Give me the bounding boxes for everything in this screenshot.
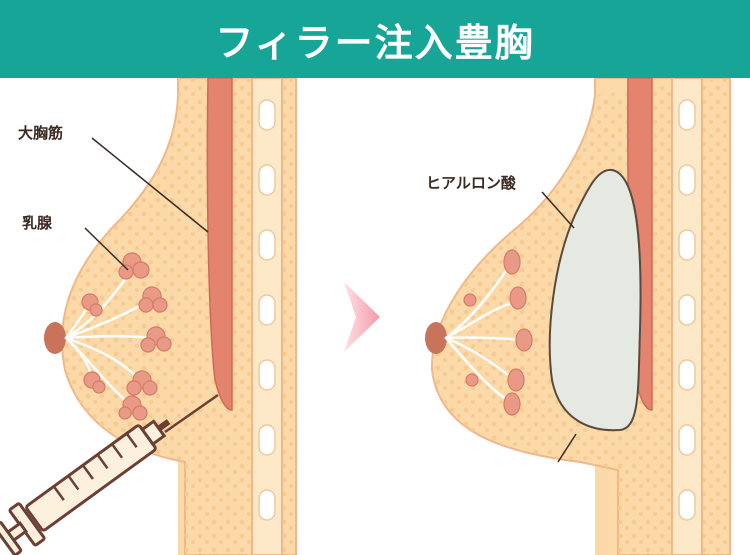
nipple-right xyxy=(425,322,447,354)
mammary-gland-left xyxy=(81,252,172,421)
leader-line-muscle xyxy=(91,137,209,233)
breast-before xyxy=(0,78,297,555)
diagram-canvas: 大胸筋 乳腺 xyxy=(0,78,731,555)
nipple-left xyxy=(44,322,66,354)
syringe-icon xyxy=(0,393,219,555)
label-pectoral-muscle: 大胸筋 xyxy=(18,124,63,142)
hyaluronic-acid-filler xyxy=(548,168,642,432)
mammary-gland-right xyxy=(463,249,533,416)
filler-edge-marker xyxy=(557,433,577,463)
breast-after xyxy=(425,78,731,555)
label-hyaluronic-acid: ヒアルロン酸 xyxy=(426,174,517,192)
page-title: フィラー注入豊胸 xyxy=(215,20,535,65)
chevron-right-icon xyxy=(344,282,380,352)
header-bar: フィラー注入豊胸 xyxy=(0,0,750,78)
pectoral-muscle-left xyxy=(206,78,233,411)
label-mammary-gland: 乳腺 xyxy=(22,214,53,232)
leader-line-gland xyxy=(84,227,129,271)
leader-line-filler xyxy=(541,191,575,229)
